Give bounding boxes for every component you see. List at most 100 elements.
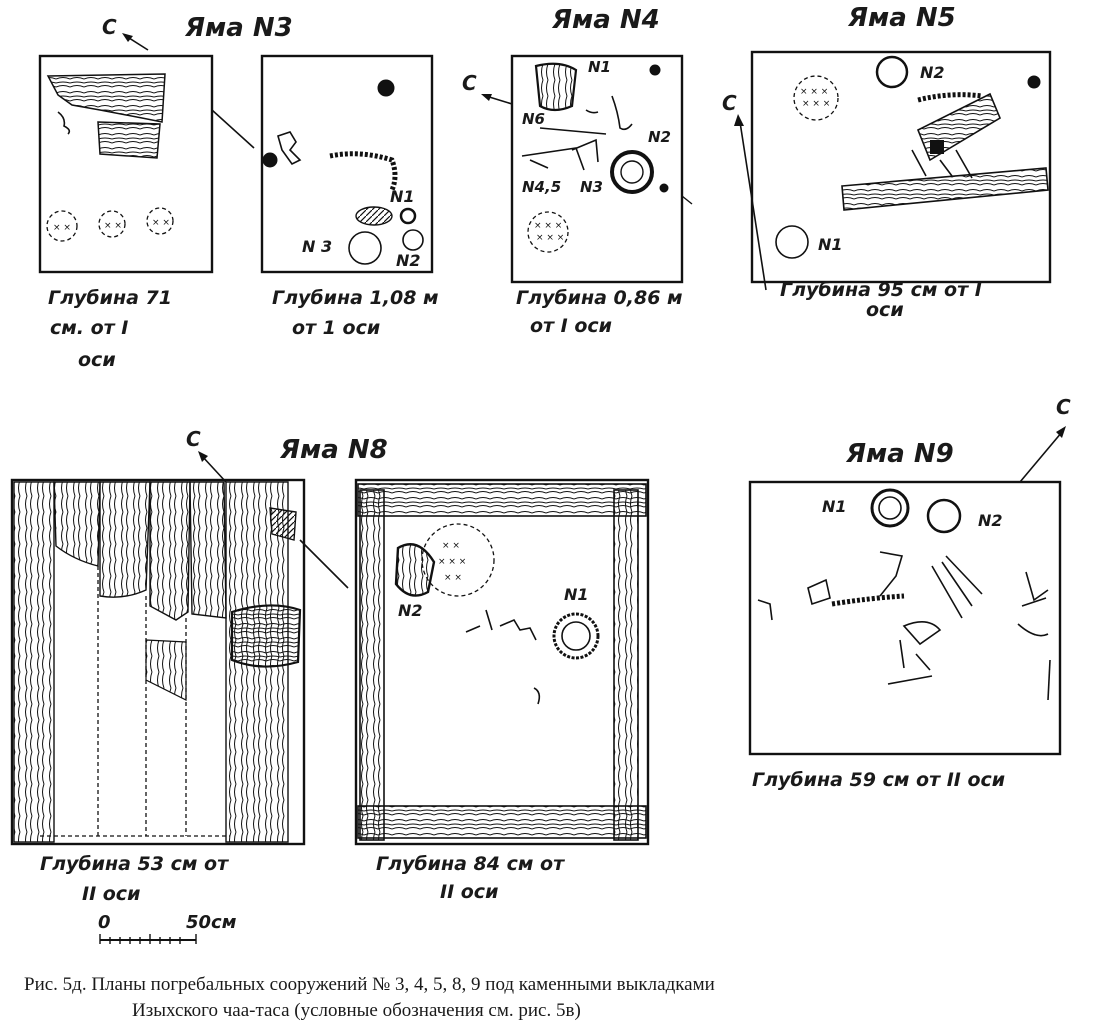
pit-8-link-line: [299, 539, 349, 589]
north-label: С: [462, 71, 477, 95]
north-arrow: С: [1019, 395, 1071, 483]
north-arrow: С: [722, 91, 767, 291]
find-label: N1: [588, 58, 611, 76]
find-label: N1: [564, 585, 589, 604]
dark-object: [262, 152, 278, 168]
pit-3-plan-b: [260, 54, 434, 274]
north-arrow: С: [462, 71, 513, 105]
pit-4-plan: [510, 54, 684, 284]
svg-text:× × ×: × × ×: [800, 87, 828, 97]
wood-planks: [46, 73, 166, 123]
find-label: N2: [978, 511, 1003, 530]
find-label: N2: [396, 251, 421, 270]
dark-object: [649, 64, 661, 76]
dark-object: [1027, 75, 1041, 89]
vessel-circle: [875, 55, 909, 89]
find-label: N2: [398, 601, 423, 620]
spine-skeleton: [329, 151, 398, 191]
north-label: С: [102, 15, 117, 39]
wood-planks: [97, 121, 161, 159]
pit-3-plan-a: [38, 54, 214, 274]
pit-3-link-line: [211, 109, 255, 149]
vessel-circle: [552, 612, 600, 660]
bone-fragment: [533, 687, 541, 705]
find-label: N 3: [302, 237, 332, 256]
svg-text:× ×: × ×: [104, 221, 122, 231]
bone-fragment: [277, 131, 302, 166]
vessel-circle: [870, 488, 910, 528]
vessel-circle: [402, 229, 424, 251]
pit-5-title: Яма N5: [847, 3, 956, 33]
north-arrow: С: [186, 427, 227, 483]
svg-text:× ×: × ×: [444, 573, 462, 583]
pit-8-plan-b: [354, 478, 650, 846]
pit-4-link-line: [681, 195, 693, 205]
find-label: N2: [648, 128, 671, 146]
svg-text:× × ×: × × ×: [534, 221, 562, 231]
svg-text:× × ×: × × ×: [438, 557, 466, 567]
scale-length: 50см: [186, 912, 237, 933]
depth-label: Глубина 84 см от: [376, 853, 565, 875]
find-label: N1: [818, 235, 843, 254]
north-arrow: С: [102, 15, 149, 51]
find-label: N2: [920, 63, 945, 82]
vessel-object: [394, 543, 436, 597]
pit-9-title: Яма N9: [845, 439, 954, 469]
stone-marks: × × × × × ×: [527, 211, 569, 253]
depth-label: II оси: [440, 881, 498, 903]
find-label: N1: [822, 497, 847, 516]
wood-beam: [841, 167, 1049, 211]
wood-cover: [13, 481, 302, 843]
skeleton-remains: [757, 551, 1051, 701]
figure-caption-line2: Изыхского чаа-таса (условные обозначения…: [132, 1000, 581, 1021]
bone-fragment: [585, 109, 599, 114]
bone-fragment: [611, 95, 633, 131]
svg-text:× × ×: × × ×: [536, 233, 564, 243]
vessel-object: [534, 62, 578, 112]
scale-bar: 0 50см: [98, 912, 237, 944]
stone-marks: × × × × × ×: [46, 207, 174, 242]
pit-8-plan-a: [10, 478, 306, 846]
bone-fragment: [911, 149, 973, 179]
svg-text:× ×: × ×: [53, 223, 71, 233]
vessel-circle: [620, 160, 644, 184]
figure-caption-line1: Рис. 5д. Планы погребальных сооружений №…: [24, 974, 715, 995]
depth-label: Глубина 71: [48, 287, 172, 309]
depth-label: Глубина 1,08 м: [272, 287, 439, 309]
depth-label: оси: [78, 349, 116, 371]
dark-object: [930, 140, 944, 154]
find-label: N3: [580, 178, 603, 196]
pit-9-group: Яма N9 С N1 N2 Глубина 59 см от II оси: [748, 395, 1071, 791]
svg-text:× × ×: × × ×: [802, 99, 830, 109]
svg-text:× ×: × ×: [442, 541, 460, 551]
dark-object: [377, 79, 395, 97]
bone-fragment: [521, 127, 607, 171]
vessel-circle: [926, 498, 962, 534]
pit-4-group: Яма N4 С N1 N6 N2 N4,5 N3 × × × × × × Глу…: [462, 5, 693, 337]
ring-object: [399, 207, 417, 225]
depth-label: Глубина 59 см от II оси: [752, 769, 1005, 791]
pit-5-group: Яма N5 С × × ×× × × N2 N1 Глубина 95 см …: [722, 3, 1052, 321]
vessel-circle: [610, 150, 654, 194]
scale-zero: 0: [98, 912, 111, 933]
dark-object: [659, 183, 669, 193]
find-label: N4,5: [522, 178, 561, 196]
depth-label: Глубина 0,86 м: [516, 287, 683, 309]
find-label: N6: [522, 110, 545, 128]
pit-9-plan: [748, 480, 1062, 756]
vessel-circle: [775, 225, 809, 259]
pit-4-title: Яма N4: [551, 5, 660, 35]
vessel-circle: [878, 496, 902, 520]
bone-fragment: [465, 609, 537, 641]
spine-skeleton: [917, 92, 983, 103]
depth-label: оси: [866, 299, 904, 321]
pit-3-group: Яма N3 С × × × × × × N1 N 3 N2 Глубина 7…: [38, 13, 439, 371]
pit-5-plan: [750, 50, 1052, 284]
hatched-object: [355, 206, 393, 226]
svg-text:× ×: × ×: [152, 218, 170, 228]
depth-label: от 1 оси: [292, 317, 380, 339]
north-label: С: [722, 91, 737, 115]
stone-marks: × × × × × × ×: [421, 523, 495, 597]
find-label: N1: [390, 187, 415, 206]
